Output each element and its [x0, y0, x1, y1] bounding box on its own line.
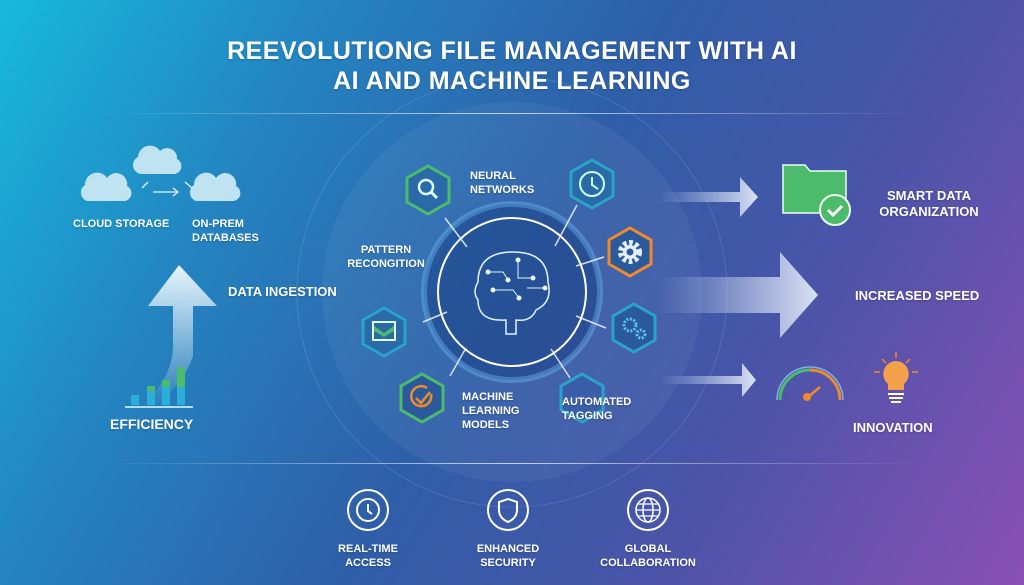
growth-arrow-icon [125, 265, 217, 408]
smart-data-organization-label: SMART DATA ORGANIZATION [879, 188, 979, 220]
check-circle-icon [399, 372, 445, 424]
chart-window-icon [361, 306, 407, 358]
innovation-label: INNOVATION [853, 420, 933, 435]
output-arrows [660, 177, 818, 397]
speedometer-icon [776, 366, 844, 401]
neural-networks-label: NEURAL NETWORKS [470, 170, 535, 196]
machine-learning-models-label: MACHINE LEARNING MODELS [462, 391, 520, 431]
lightbulb-icon [874, 352, 918, 403]
automated-tagging-label: AUTOMATED TAGGING [562, 396, 632, 422]
globe-icon [627, 489, 669, 531]
shield-icon [487, 489, 529, 531]
on-prem-label: ON-PREM DATABASES [192, 218, 259, 244]
divider-top [100, 113, 920, 114]
gears-icon [611, 302, 657, 354]
cloud-icons [80, 145, 241, 201]
divider-bottom [100, 463, 920, 464]
clock-icon [347, 489, 389, 531]
pattern-recognition-label: PATTERN RECONGITION [347, 244, 425, 270]
folder-check-icon [782, 164, 851, 226]
global-collaboration-label: GLOBAL COLLABORATION [600, 543, 696, 569]
increased-speed-label: INCREASED SPEED [855, 288, 980, 303]
clock-icon [569, 158, 615, 210]
title-line-2: AI AND MACHINE LEARNING [333, 67, 691, 95]
brain-icon [474, 251, 550, 335]
efficiency-label: EFFICIENCY [110, 416, 194, 432]
enhanced-security-label: ENHANCED SECURITY [476, 543, 540, 569]
cloud-storage-label: CLOUD STORAGE [73, 218, 170, 230]
gear-icon [607, 226, 653, 278]
data-ingestion-label: DATA INGESTION [228, 284, 337, 299]
search-icon [405, 164, 451, 216]
tag-hexagon-outline [559, 372, 605, 424]
title-line-1: REEVOLUTIONG FILE MANAGEMENT WITH AI [227, 37, 797, 65]
real-time-access-label: REAL-TIME ACCESS [338, 543, 398, 569]
